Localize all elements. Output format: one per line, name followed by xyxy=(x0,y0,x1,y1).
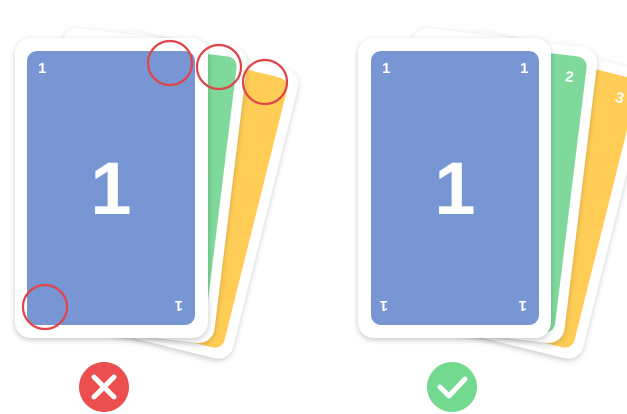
x-icon xyxy=(79,362,129,412)
bad-blue-card-corner-label: 1 xyxy=(38,60,46,77)
good-blue-card: 1 1 1 1 1 xyxy=(358,38,551,338)
check-icon xyxy=(427,362,477,412)
bad-blue-card-corner-label-rotated: 1 xyxy=(175,297,183,314)
bad-blue-card-center-label: 1 xyxy=(90,147,131,230)
good-blue-card-corner-label-left: 1 xyxy=(382,60,390,77)
bad-example-panel: 1 1 1 xyxy=(15,26,302,412)
good-blue-card-center-label: 1 xyxy=(434,147,475,230)
good-blue-card-corner-label-rotated-left: 1 xyxy=(380,297,388,314)
good-blue-card-corner-label-right: 1 xyxy=(520,60,528,77)
good-blue-card-corner-label-rotated-right: 1 xyxy=(519,297,527,314)
good-example-panel: 3 2 1 1 1 1 1 xyxy=(358,26,627,412)
